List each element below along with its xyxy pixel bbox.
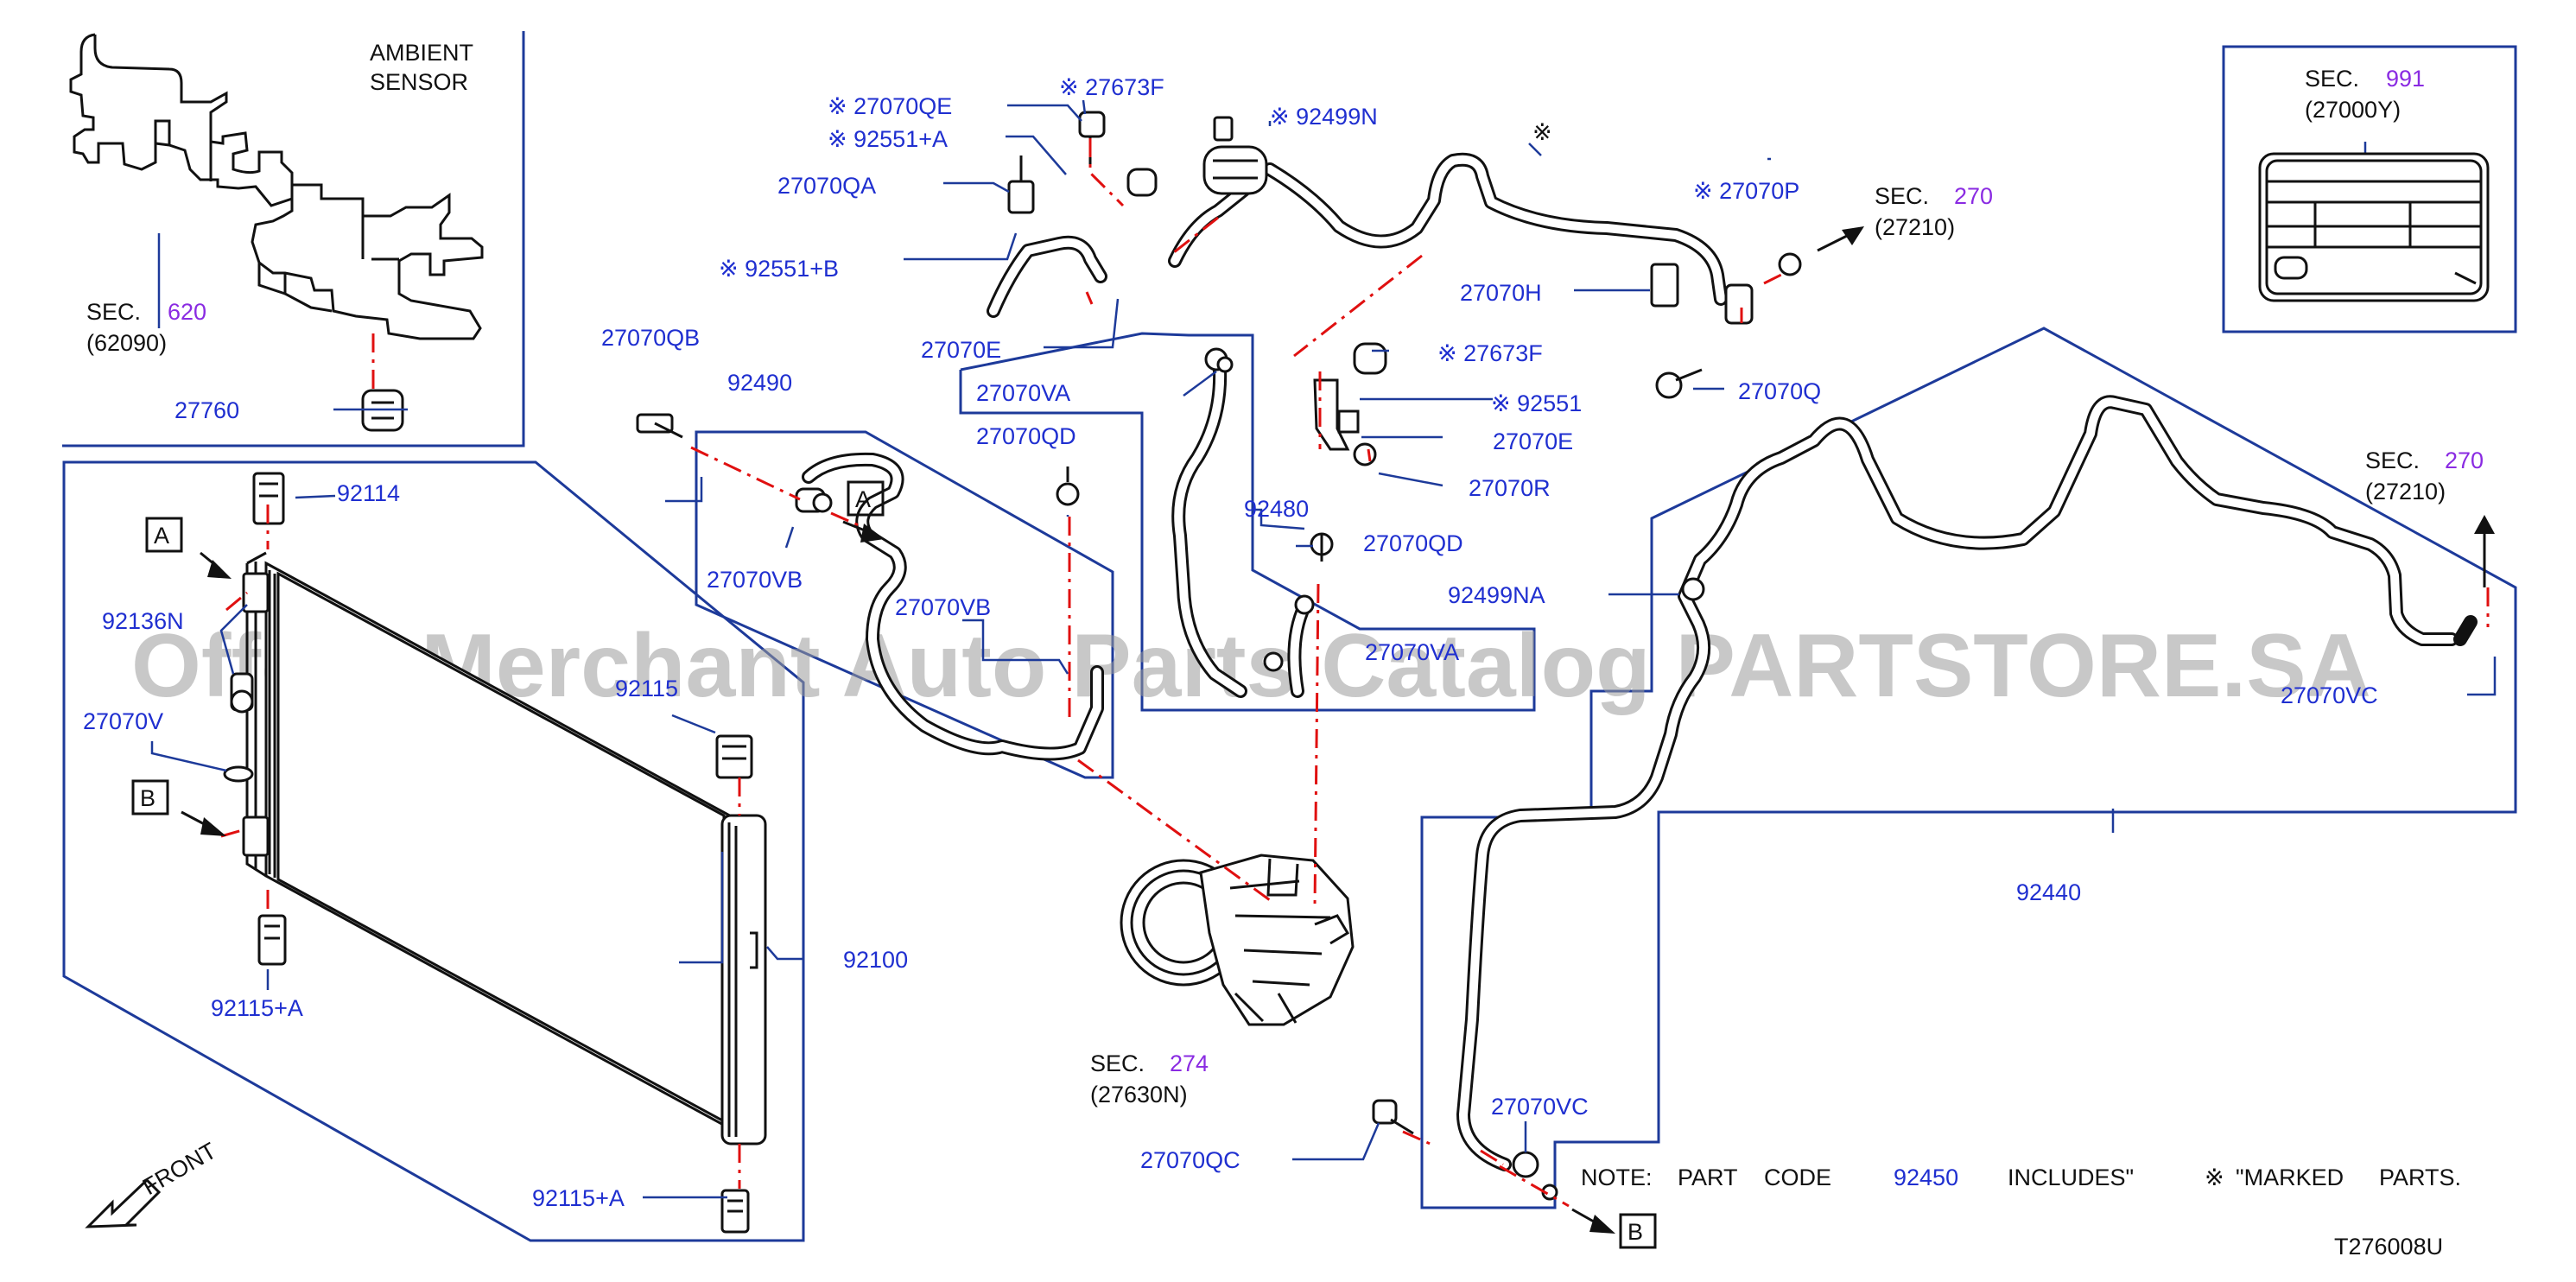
part-label-92499na[interactable]: 92499NA xyxy=(1448,582,1545,608)
marker-a-upper-box xyxy=(847,480,885,517)
sec-270-right-code: (27210) xyxy=(2365,479,2446,505)
part-label-27070qe[interactable]: ※ 27070QE xyxy=(828,93,952,119)
front-label: FRONT xyxy=(138,1138,221,1200)
note-part-code[interactable]: 92450 xyxy=(1894,1165,1958,1190)
sec-270-right-number[interactable]: 270 xyxy=(2445,447,2484,473)
front-arrow-icon xyxy=(85,1177,162,1228)
part-label-27070qb[interactable]: 27070QB xyxy=(601,325,700,351)
part-label-92440[interactable]: 92440 xyxy=(2016,879,2081,905)
sec-991-label[interactable]: SEC. xyxy=(2305,66,2359,92)
ambient-sensor-line2: SENSOR xyxy=(370,69,468,95)
mark-symbol-top: ※ xyxy=(1532,119,1552,145)
part-label-27070vc-bottom[interactable]: 27070VC xyxy=(1491,1094,1589,1120)
part-label-92115-a-lower-left[interactable]: 92115+A xyxy=(211,995,303,1021)
sec-991-code: (27000Y) xyxy=(2305,97,2401,123)
marker-b-condenser: B xyxy=(140,785,155,811)
marker-b-condenser-box xyxy=(131,779,169,816)
part-label-92480[interactable]: 92480 xyxy=(1244,496,1309,522)
part-labels: ※ 27070QE ※ 92551+A ※ 27673F ※ 92499N 27… xyxy=(83,74,2378,1211)
part-label-27070va-top[interactable]: 27070VA xyxy=(976,380,1070,406)
part-label-27070r[interactable]: 27070R xyxy=(1469,475,1551,501)
part-label-27070v[interactable]: 27070V xyxy=(83,708,163,734)
part-label-27070vc-right[interactable]: 27070VC xyxy=(2281,682,2378,708)
part-label-27070qa[interactable]: 27070QA xyxy=(777,173,876,199)
ambient-sensor-frame xyxy=(62,31,525,447)
sec-270-upper-label[interactable]: SEC. xyxy=(1875,183,1929,209)
sec-620-number[interactable]: 620 xyxy=(168,299,206,325)
marker-a-condenser-box xyxy=(145,517,183,553)
part-label-92551-a[interactable]: ※ 92551+A xyxy=(828,126,948,152)
part-label-92115[interactable]: 92115 xyxy=(615,676,678,701)
diagram-code: T276008U xyxy=(2334,1234,2443,1260)
hose-92440-frame xyxy=(1420,327,2517,1209)
part-label-27070p[interactable]: ※ 27070P xyxy=(1693,178,1799,204)
sec-274-number[interactable]: 274 xyxy=(1170,1050,1209,1076)
part-label-92115-a-bottom[interactable]: 92115+A xyxy=(532,1185,625,1211)
part-label-27070qd-mid[interactable]: 27070QD xyxy=(1363,530,1463,556)
part-label-27070vb-1[interactable]: 27070VB xyxy=(707,567,803,593)
part-label-27070qd-top[interactable]: 27070QD xyxy=(976,423,1076,449)
part-label-92100[interactable]: 92100 xyxy=(843,947,908,973)
note-word-parts: PARTS. xyxy=(2379,1165,2461,1190)
part-label-27760[interactable]: 27760 xyxy=(174,397,239,423)
sec-620-label[interactable]: SEC. xyxy=(86,299,141,325)
part-label-27070qc[interactable]: 27070QC xyxy=(1140,1147,1240,1173)
part-label-27070e-left[interactable]: 27070E xyxy=(921,337,1001,363)
arrows xyxy=(85,226,2495,1234)
note-word-includes: INCLUDES" xyxy=(2008,1165,2134,1190)
note-line: NOTE: PART CODE 92450 INCLUDES" ※ "MARKE… xyxy=(1581,1165,2461,1190)
part-label-27673f-mid[interactable]: ※ 27673F xyxy=(1437,340,1543,366)
pipes xyxy=(802,152,2478,1171)
note-word-code: CODE xyxy=(1764,1165,1831,1190)
sec-274-label[interactable]: SEC. xyxy=(1090,1050,1145,1076)
part-label-27673f-top[interactable]: ※ 27673F xyxy=(1059,74,1164,100)
sec-270-right-label[interactable]: SEC. xyxy=(2365,447,2420,473)
part-label-27070e-right[interactable]: 27070E xyxy=(1493,428,1573,454)
part-label-92551-b[interactable]: ※ 92551+B xyxy=(719,256,839,282)
sec-270-upper-number[interactable]: 270 xyxy=(1954,183,1993,209)
note-word-part: PART xyxy=(1678,1165,1738,1190)
note-mark: ※ xyxy=(2205,1165,2224,1190)
marker-a-condenser: A xyxy=(154,523,169,549)
condenser xyxy=(223,472,767,1234)
ambient-sensor-bracket xyxy=(69,33,484,340)
note-prefix: NOTE: xyxy=(1581,1165,1653,1190)
hose-92490-frame xyxy=(695,430,1114,779)
note-word-marked: "MARKED xyxy=(2236,1165,2344,1190)
part-label-92136n[interactable]: 92136N xyxy=(102,608,184,634)
part-label-92490[interactable]: 92490 xyxy=(727,370,792,396)
part-label-27070h[interactable]: 27070H xyxy=(1460,280,1542,306)
part-label-27070va-mid[interactable]: 27070VA xyxy=(1365,639,1459,665)
small-parts xyxy=(361,111,1802,1201)
sec-270-upper-code: (27210) xyxy=(1875,214,1955,240)
condenser-frame xyxy=(62,460,805,1242)
part-label-92499n[interactable]: ※ 92499N xyxy=(1270,104,1378,130)
marker-b-lower: B xyxy=(1627,1219,1643,1245)
section-references: AMBIENT SENSOR SEC. 620 (62090) SEC. 991… xyxy=(86,40,2484,1107)
connection-lines xyxy=(220,138,2490,1208)
sec-991-frame xyxy=(2222,45,2517,333)
hose-92480-frame xyxy=(959,332,1536,712)
ambient-sensor-line1: AMBIENT xyxy=(370,40,473,66)
part-label-92114[interactable]: 92114 xyxy=(337,480,400,506)
part-label-27070vb-2[interactable]: 27070VB xyxy=(895,594,991,620)
part-label-27070q[interactable]: 27070Q xyxy=(1738,378,1821,404)
marker-b-lower-box xyxy=(1619,1213,1657,1249)
marker-a-upper: A xyxy=(855,486,871,512)
part-label-92551[interactable]: ※ 92551 xyxy=(1491,390,1582,416)
marker-boxes: A A B B xyxy=(131,480,1657,1249)
sec-991-number[interactable]: 991 xyxy=(2386,66,2425,92)
sec-620-code: (62090) xyxy=(86,330,167,356)
leader-lines xyxy=(150,99,2497,1199)
sec-991-label-graphic xyxy=(2258,152,2490,302)
compressor xyxy=(1120,854,1355,1026)
sec-274-code: (27630N) xyxy=(1090,1082,1188,1107)
